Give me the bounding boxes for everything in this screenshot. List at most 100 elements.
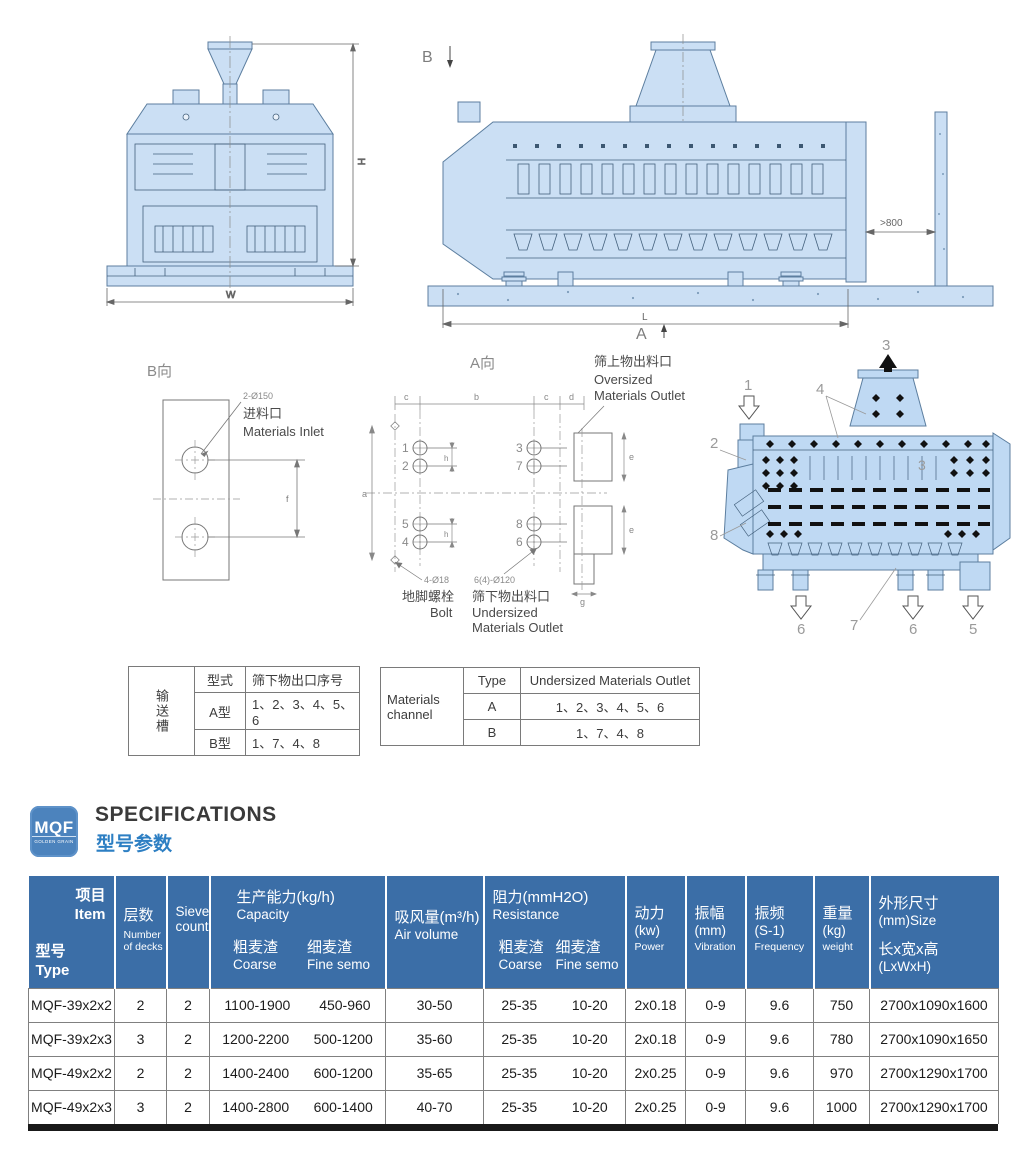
table-cell: 40-70 [385, 1089, 484, 1124]
table-cell: 2 [166, 1055, 210, 1091]
power-en: Power [634, 941, 665, 953]
side-view-drawing: B [422, 34, 994, 340]
size-unit: (mm)Size [878, 913, 937, 928]
power-unit: (kw) [634, 923, 661, 938]
resistance-coarse-en: Coarse [498, 957, 543, 972]
channel-table-cn: 输送槽 型式 筛下物出口序号 A型 1、2、3、4、5、6 B型 1、7、4、8 [128, 666, 360, 756]
vibration-unit: (mm) [694, 923, 726, 938]
view-a-title: A向 [470, 355, 495, 372]
model-cell: MQF-39x2x2 [28, 987, 115, 1023]
corner-type-en: Type [35, 961, 70, 979]
table-cell: 0-9 [685, 1089, 746, 1124]
model-cell: MQF-49x2x3 [28, 1089, 115, 1124]
airflow-diamonds [762, 394, 990, 538]
view-b-drawing: B向 2-Ø150 进料口 Materials Inlet f [147, 363, 324, 581]
end-cap [845, 121, 867, 283]
specifications-subtitle: 型号参数 [96, 834, 173, 855]
capacity-coarse-cn: 粗麦渣 [232, 939, 278, 956]
svg-text:8: 8 [516, 517, 523, 531]
air-cn: 吸风量(m³/h) [394, 909, 480, 926]
size-en: (LxWxH) [878, 959, 932, 974]
sieve-header: Sieve count [165, 876, 210, 988]
table-cell: 2x0.18 [625, 987, 686, 1023]
undersized-label-en2: Materials Outlet [472, 620, 563, 635]
svg-text:2: 2 [402, 459, 409, 473]
table-cell: 35-65 [385, 1055, 484, 1091]
svg-text:5: 5 [402, 517, 409, 531]
capacity-fine-value: 500-1200 [313, 1031, 373, 1047]
sieve-decks [768, 488, 990, 526]
svg-text:c: c [404, 392, 409, 402]
svg-text:a: a [362, 489, 367, 499]
up-arrow-icon [879, 354, 897, 372]
table-cell: 2700x1290x1700 [869, 1089, 999, 1124]
callout-1: 1 [744, 377, 752, 394]
capacity-en: Capacity [236, 907, 290, 922]
view-b-title: B向 [147, 363, 172, 380]
resistance-fine-value: 10-20 [571, 1031, 608, 1047]
resistance-coarse-value: 25-35 [501, 997, 538, 1013]
svg-text:6: 6 [516, 535, 523, 549]
table-cell: 3 [114, 1021, 167, 1057]
view-a-drawing: A向 c b c d a [362, 354, 685, 635]
resistance-fine-value: 10-20 [571, 1065, 608, 1081]
bottom-outlet-arrows [789, 595, 985, 620]
svg-text:b: b [474, 392, 479, 402]
type-col-header: 型式 [194, 666, 246, 693]
specifications-table: 项目 Item 型号 Type 层数 Number of decks Sieve… [28, 876, 999, 1124]
front-view-drawing: H W [105, 36, 366, 306]
logo-text: MQF [32, 818, 76, 837]
bolt-dots-row [513, 144, 825, 148]
table-cell: 2x0.25 [625, 1089, 686, 1124]
bolt-note: 4-Ø18 [424, 575, 449, 585]
table-cell: A [463, 693, 521, 720]
b-direction-arrow-icon: B [422, 46, 453, 68]
outlet-col-header: Undersized Materials Outlet [520, 667, 700, 694]
vibration-cn: 振幅 [694, 905, 725, 922]
corner-item-cn: 项目 [75, 887, 106, 904]
right-cap [992, 432, 1011, 551]
table-cell: 2x0.18 [625, 1021, 686, 1057]
resistance-coarse-value: 25-35 [501, 1065, 538, 1081]
resistance-coarse-cn: 粗麦渣 [498, 939, 544, 956]
size-cn2: 长x宽x高 [878, 941, 939, 958]
table-cell: 35-60 [385, 1021, 484, 1057]
svg-text:h: h [444, 454, 448, 463]
undersized-label-cn: 筛下物出料口 [472, 589, 550, 604]
table-bottom-rule [28, 1124, 998, 1131]
table-cell: 1、7、4、8 [245, 729, 360, 756]
svg-text:>800: >800 [880, 218, 903, 229]
frequency-unit: (S-1) [754, 923, 785, 938]
channel-table-en-side-header: Materials channel [380, 667, 464, 746]
callout-3: 3 [882, 338, 890, 354]
sieve-line1: Sieve [175, 904, 210, 919]
table-cell: 1、2、3、4、5、6 [520, 693, 700, 720]
weight-cn: 重量 [822, 905, 853, 922]
table-cell: 9.6 [745, 987, 814, 1023]
table-cell: 1000 [813, 1089, 870, 1124]
outlet-circles [412, 440, 567, 550]
svg-text:7: 7 [516, 459, 523, 473]
frequency-en: Frequency [754, 941, 805, 953]
corner-header-cell: 项目 Item 型号 Type [28, 876, 115, 988]
channel-table-cn-side-header: 输送槽 [128, 666, 195, 756]
callout-3-inner: 3 [918, 457, 926, 473]
table-cell: 2 [114, 987, 167, 1023]
resistance-fine-cn: 细麦渣 [555, 939, 601, 956]
table-cell: 2 [166, 1089, 210, 1124]
section-view-drawing: 3 1 2 8 4 3 6 6 5 7 [710, 338, 1011, 636]
table-cell: 0-9 [685, 1021, 746, 1057]
table-cell: 1、7、4、8 [520, 719, 700, 746]
callout-7: 7 [850, 617, 858, 634]
right-outlet-box [959, 561, 991, 591]
machine-body [752, 435, 994, 555]
table-cell: 9.6 [745, 1021, 814, 1057]
capacity-fine-value: 600-1200 [313, 1065, 373, 1081]
table-cell: 2x0.25 [625, 1055, 686, 1091]
table-cell: 2 [114, 1055, 167, 1091]
